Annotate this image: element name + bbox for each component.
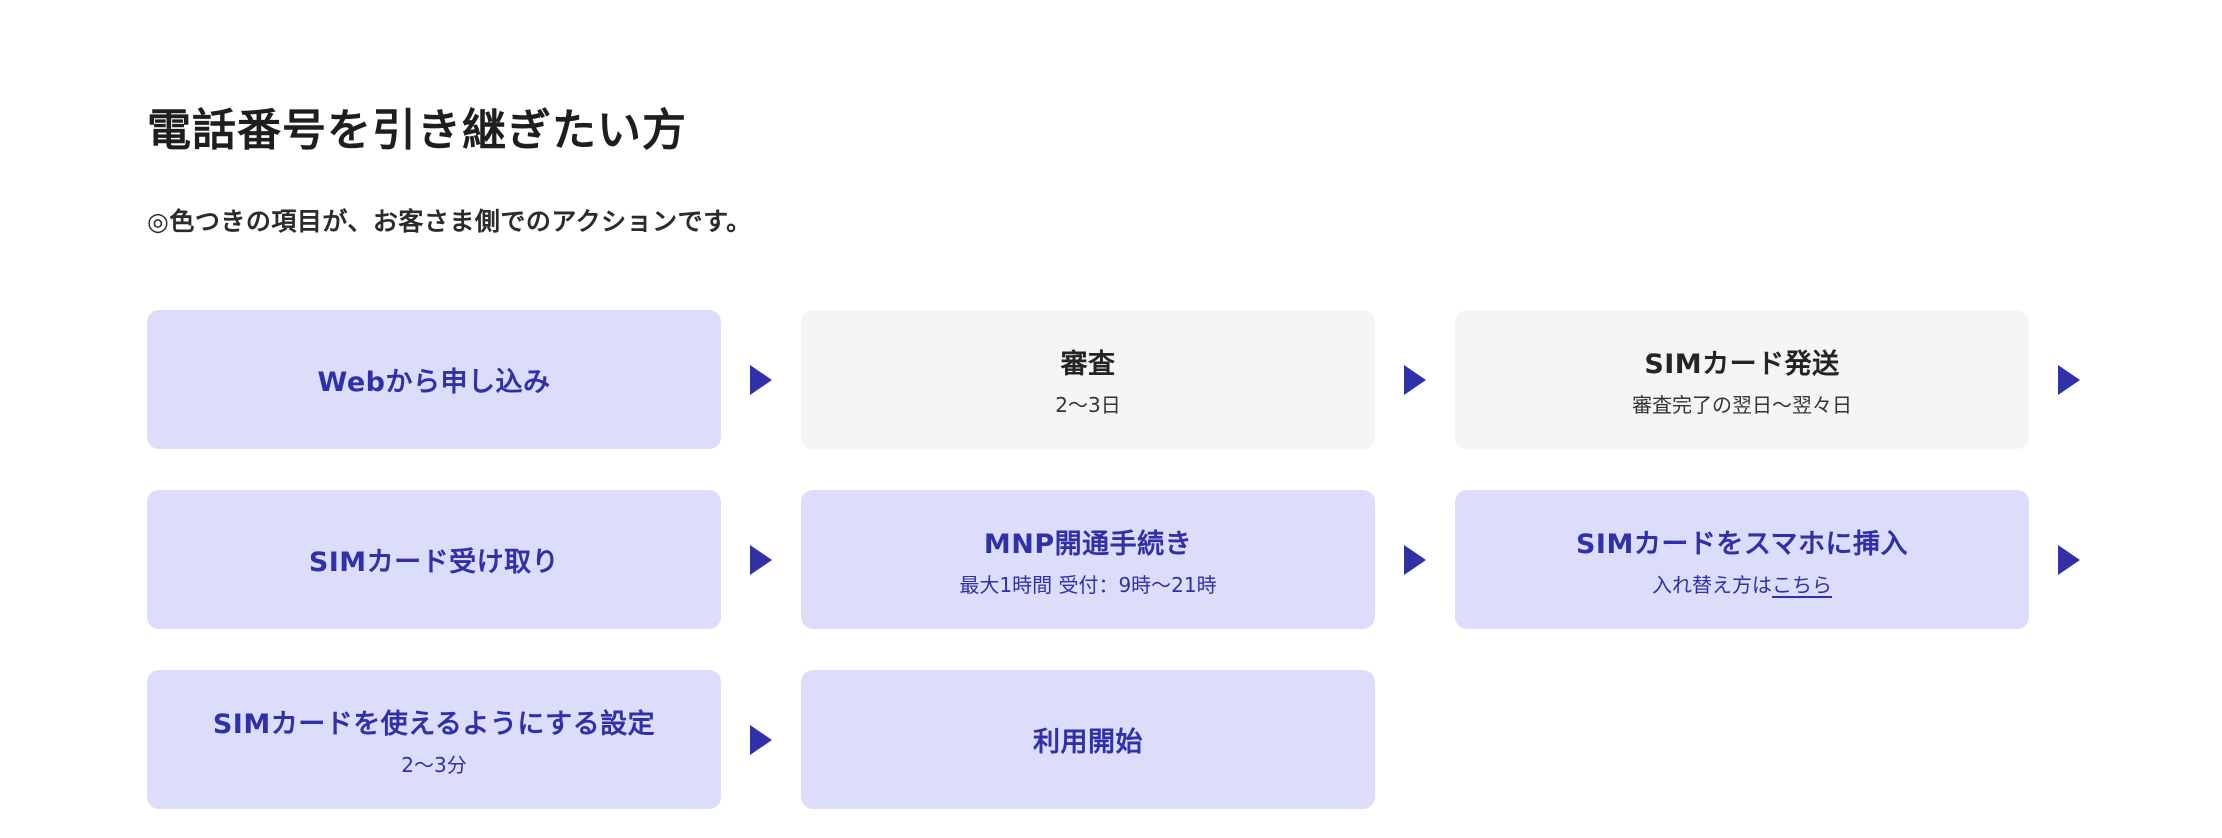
flow-step-sub-text: 2〜3日 bbox=[1055, 392, 1121, 417]
flow-step: SIMカード受け取り bbox=[147, 490, 721, 630]
arrow-slot bbox=[721, 544, 801, 575]
flow-step: Webから申し込み bbox=[147, 310, 721, 450]
arrow-slot bbox=[721, 364, 801, 395]
arrow-slot bbox=[2029, 544, 2109, 575]
page-note: ◎色つきの項目が、お客さま側でのアクションです。 bbox=[147, 207, 752, 237]
flow-step-title: Webから申し込み bbox=[317, 367, 551, 399]
flow-step-sub-text: 最大1時間 受付：9時〜21時 bbox=[959, 572, 1217, 597]
flow-step-sub: 入れ替え方はこちら bbox=[1652, 569, 1832, 598]
flow-step-sub-text: 入れ替え方は bbox=[1652, 572, 1772, 597]
flow-step-sub: 審査完了の翌日〜翌々日 bbox=[1632, 389, 1852, 418]
flow-step: MNP開通手続き最大1時間 受付：9時〜21時 bbox=[801, 490, 1375, 630]
flow-step: 利用開始 bbox=[801, 670, 1375, 810]
flow-step-sub: 最大1時間 受付：9時〜21時 bbox=[959, 569, 1216, 598]
arrow-right-icon bbox=[750, 364, 772, 395]
flow-step-sub-text: 審査完了の翌日〜翌々日 bbox=[1632, 392, 1852, 417]
arrow-slot bbox=[721, 724, 801, 755]
arrow-slot bbox=[2029, 364, 2109, 395]
arrow-slot bbox=[1375, 364, 1455, 395]
flow-step-sub: 2〜3日 bbox=[1055, 389, 1120, 418]
flow-step-sub-text: 2〜3分 bbox=[401, 752, 467, 777]
page-title: 電話番号を引き継ぎたい方 bbox=[147, 105, 687, 157]
flow-step-sub: 2〜3分 bbox=[401, 749, 466, 778]
arrow-right-icon bbox=[1404, 544, 1426, 575]
flow-step-title: MNP開通手続き bbox=[983, 528, 1193, 560]
flow-step-title: SIMカード発送 bbox=[1644, 348, 1840, 380]
arrow-slot bbox=[1375, 544, 1455, 575]
arrow-right-icon bbox=[2058, 544, 2080, 575]
flow-step: SIMカードを使えるようにする設定 2〜3分 bbox=[147, 670, 721, 810]
flow-step-title: SIMカードをスマホに挿入 bbox=[1575, 528, 1909, 560]
flow-step-title: SIMカードを使えるようにする設定 bbox=[212, 708, 656, 740]
flow-step: 審査 2〜3日 bbox=[801, 310, 1375, 450]
flow-step: SIMカードをスマホに挿入入れ替え方はこちら bbox=[1455, 490, 2029, 630]
flow-row: Webから申し込み 審査 2〜3日 SIMカード発送審査完了の翌日〜翌々日 bbox=[147, 310, 2222, 450]
arrow-right-icon bbox=[2058, 364, 2080, 395]
flow-row: SIMカード受け取り MNP開通手続き最大1時間 受付：9時〜21時 SIMカードを… bbox=[147, 490, 2222, 630]
arrow-right-icon bbox=[1404, 364, 1426, 395]
arrow-right-icon bbox=[750, 544, 772, 575]
flow-row: SIMカードを使えるようにする設定 2〜3分 利用開始 bbox=[147, 670, 2222, 810]
page: 電話番号を引き継ぎたい方 ◎色つきの項目が、お客さま側でのアクションです。 We… bbox=[147, 105, 2222, 810]
flow-step-title: 利用開始 bbox=[1033, 727, 1143, 759]
flow-step: SIMカード発送審査完了の翌日〜翌々日 bbox=[1455, 310, 2029, 450]
arrow-right-icon bbox=[750, 724, 772, 755]
inline-link[interactable]: こちら bbox=[1772, 572, 1832, 597]
flow-step-title: SIMカード受け取り bbox=[308, 547, 560, 579]
flow-step-title: 審査 bbox=[1060, 348, 1116, 380]
